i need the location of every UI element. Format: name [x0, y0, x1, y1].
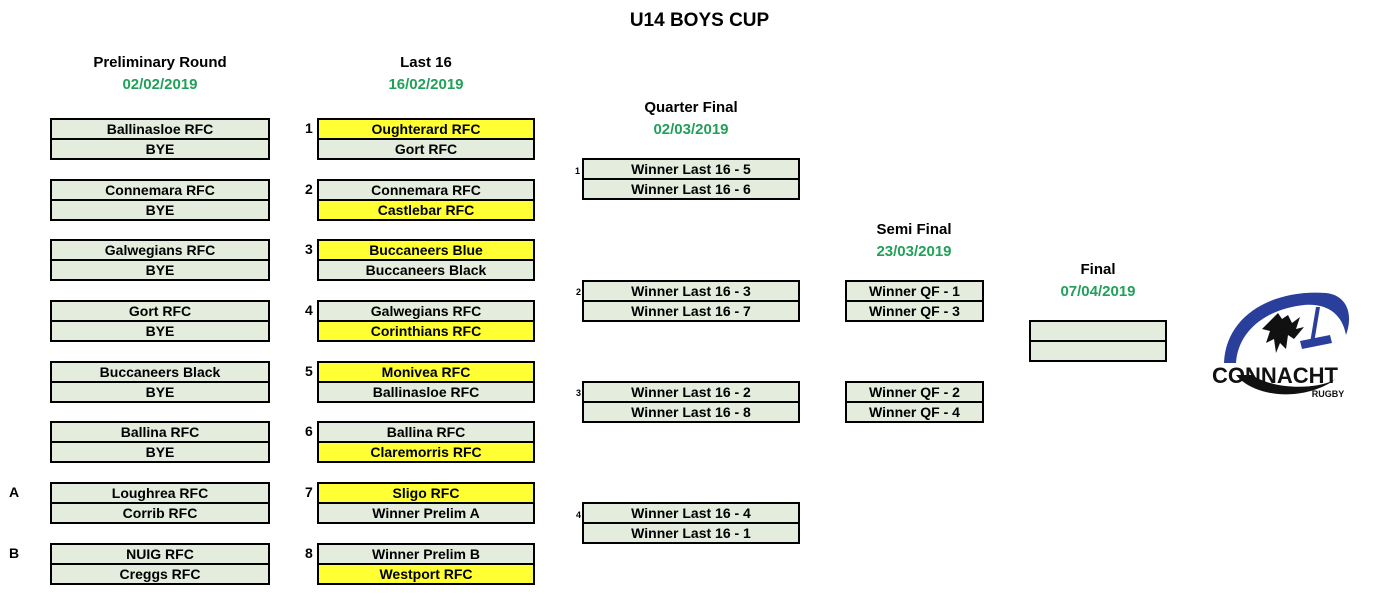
prelim-2-away: BYE	[50, 199, 270, 221]
final-away	[1029, 340, 1167, 362]
last16-6-home: Ballina RFC	[317, 421, 535, 443]
final-round-name: Final	[1080, 261, 1116, 278]
prelim-1-home: Ballinasloe RFC	[50, 118, 270, 140]
last16-1-away: Gort RFC	[317, 138, 535, 160]
final-header: Final 07/04/2019	[1029, 259, 1167, 303]
qf-num-1: 1	[575, 166, 581, 176]
qf-num-2: 2	[576, 287, 582, 297]
last16-8-away: Westport RFC	[317, 563, 535, 585]
prelim-header: Preliminary Round 02/02/2019	[50, 52, 270, 96]
qf-4-away: Winner Last 16 - 1	[582, 522, 800, 544]
qf-1-home: Winner Last 16 - 5	[582, 158, 800, 180]
qf-2-home: Winner Last 16 - 3	[582, 280, 800, 302]
last16-round-name: Last 16	[400, 54, 452, 71]
last16-3-home: Buccaneers Blue	[317, 239, 535, 261]
qf-round-date: 02/03/2019	[653, 121, 729, 138]
sf-header: Semi Final 23/03/2019	[845, 219, 983, 263]
prelim-8-home: NUIG RFC	[50, 543, 270, 565]
last16-4-home: Galwegians RFC	[317, 300, 535, 322]
last16-7-home: Sligo RFC	[317, 482, 535, 504]
qf-header: Quarter Final 02/03/2019	[582, 97, 800, 141]
last16-5-away: Ballinasloe RFC	[317, 381, 535, 403]
prelim-5-home: Buccaneers Black	[50, 361, 270, 383]
last16-num-3: 3	[305, 241, 313, 257]
sf-2-home: Winner QF - 2	[845, 381, 984, 403]
prelim-4-home: Gort RFC	[50, 300, 270, 322]
last16-2-home: Connemara RFC	[317, 179, 535, 201]
sf-2-away: Winner QF - 4	[845, 401, 984, 423]
last16-2-away: Castlebar RFC	[317, 199, 535, 221]
last16-num-5: 5	[305, 363, 313, 379]
last16-num-8: 8	[305, 545, 313, 561]
prelim-label-b: B	[9, 545, 20, 561]
qf-num-3: 3	[576, 388, 582, 398]
prelim-3-away: BYE	[50, 259, 270, 281]
qf-3-home: Winner Last 16 - 2	[582, 381, 800, 403]
qf-round-name: Quarter Final	[644, 99, 738, 116]
prelim-8-away: Creggs RFC	[50, 563, 270, 585]
prelim-7-away: Corrib RFC	[50, 502, 270, 524]
prelim-6-away: BYE	[50, 441, 270, 463]
last16-1-home: Oughterard RFC	[317, 118, 535, 140]
logo-sub: RUGBY	[1312, 389, 1345, 399]
last16-num-6: 6	[305, 423, 313, 439]
last16-5-home: Monivea RFC	[317, 361, 535, 383]
prelim-3-home: Galwegians RFC	[50, 239, 270, 261]
last16-4-away: Corinthians RFC	[317, 320, 535, 342]
prelim-label-a: A	[9, 484, 20, 500]
qf-2-away: Winner Last 16 - 7	[582, 300, 800, 322]
qf-4-home: Winner Last 16 - 4	[582, 502, 800, 524]
sf-1-away: Winner QF - 3	[845, 300, 984, 322]
prelim-7-home: Loughrea RFC	[50, 482, 270, 504]
sf-1-home: Winner QF - 1	[845, 280, 984, 302]
prelim-round-date: 02/02/2019	[122, 76, 198, 93]
last16-num-4: 4	[305, 302, 313, 318]
prelim-5-away: BYE	[50, 381, 270, 403]
qf-num-4: 4	[576, 510, 582, 520]
last16-7-away: Winner Prelim A	[317, 502, 535, 524]
last16-num-2: 2	[305, 181, 313, 197]
last16-8-home: Winner Prelim B	[317, 543, 535, 565]
logo-wordmark: CONNACHT	[1212, 363, 1338, 388]
last16-round-date: 16/02/2019	[388, 76, 464, 93]
last16-num-1: 1	[305, 120, 313, 136]
last16-num-7: 7	[305, 484, 313, 500]
qf-1-away: Winner Last 16 - 6	[582, 178, 800, 200]
last16-3-away: Buccaneers Black	[317, 259, 535, 281]
last16-header: Last 16 16/02/2019	[317, 52, 535, 96]
prelim-2-home: Connemara RFC	[50, 179, 270, 201]
final-round-date: 07/04/2019	[1060, 283, 1136, 300]
prelim-round-name: Preliminary Round	[93, 54, 227, 71]
last16-6-away: Claremorris RFC	[317, 441, 535, 463]
connacht-rugby-logo: CONNACHT RUGBY	[1196, 283, 1354, 405]
prelim-6-home: Ballina RFC	[50, 421, 270, 443]
prelim-1-away: BYE	[50, 138, 270, 160]
page-title: U14 BOYS CUP	[629, 10, 770, 31]
final-home	[1029, 320, 1167, 342]
qf-3-away: Winner Last 16 - 8	[582, 401, 800, 423]
sf-round-name: Semi Final	[876, 221, 952, 238]
prelim-4-away: BYE	[50, 320, 270, 342]
sf-round-date: 23/03/2019	[876, 243, 952, 260]
connacht-rugby-logo-graphic: CONNACHT RUGBY	[1212, 292, 1350, 399]
